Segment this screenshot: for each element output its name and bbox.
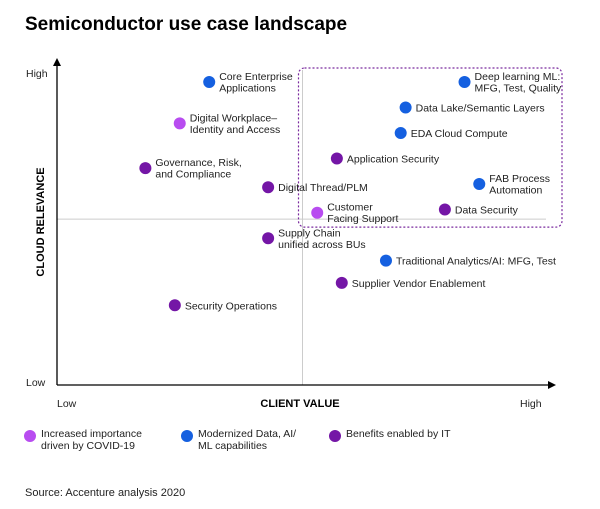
legend-label-covid: Increased importance driven by COVID-19	[41, 428, 142, 452]
legend-item-data-ai: Modernized Data, AI/ ML capabilities	[181, 428, 296, 452]
highlight-region	[297, 67, 563, 228]
data-point	[262, 232, 275, 245]
data-label: EDA Cloud Compute	[411, 128, 508, 140]
legend-swatch-benefits-it	[329, 430, 341, 442]
legend-item-covid: Increased importance driven by COVID-19	[24, 428, 142, 452]
y-tick-low: Low	[26, 377, 46, 389]
source-note: Source: Accenture analysis 2020	[25, 487, 186, 499]
data-point	[394, 126, 407, 139]
data-point	[203, 75, 216, 88]
legend-label-data-ai: Modernized Data, AI/ ML capabilities	[198, 428, 297, 452]
x-tick-high: High	[520, 398, 542, 410]
legend: Increased importance driven by COVID-19 …	[24, 428, 584, 462]
data-label: Data Lake/Semantic Layers	[416, 102, 545, 114]
data-point	[330, 152, 343, 165]
data-label: Digital Thread/PLM	[278, 182, 368, 194]
legend-swatch-covid	[24, 430, 36, 442]
data-label: Traditional Analytics/AI: MFG, Test	[396, 256, 556, 268]
data-label: Security Operations	[185, 300, 277, 312]
x-axis-title: CLIENT VALUE	[260, 398, 339, 410]
x-tick-low: Low	[57, 398, 77, 410]
data-point	[168, 299, 181, 312]
data-point	[399, 101, 412, 114]
data-point	[335, 276, 348, 289]
legend-swatch-data-ai	[181, 430, 193, 442]
data-point	[139, 162, 152, 175]
y-axis-arrow	[53, 58, 61, 66]
data-point	[311, 206, 324, 219]
data-label: Deep learning ML:MFG, Test, Quality	[475, 71, 562, 95]
legend-label-benefits-it: Benefits enabled by IT	[346, 428, 451, 440]
data-point	[262, 181, 275, 194]
data-point	[173, 117, 186, 130]
data-point	[458, 75, 471, 88]
chart-title: Semiconductor use case landscape	[25, 14, 348, 35]
data-point	[379, 254, 392, 267]
data-label: Digital Workplace–Identity and Access	[190, 112, 280, 136]
y-tick-high: High	[26, 68, 48, 80]
y-axis-title: CLOUD RELEVANCE	[35, 167, 47, 276]
data-label: Application Security	[347, 154, 440, 166]
legend-item-benefits-it: Benefits enabled by IT	[329, 428, 450, 442]
data-point	[438, 203, 451, 216]
data-label: Supplier Vendor Enablement	[352, 278, 486, 290]
data-point	[473, 178, 486, 191]
x-axis-arrow	[548, 381, 556, 389]
data-label: Data Security	[455, 205, 519, 217]
data-label: Governance, Risk,and Compliance	[155, 157, 241, 181]
